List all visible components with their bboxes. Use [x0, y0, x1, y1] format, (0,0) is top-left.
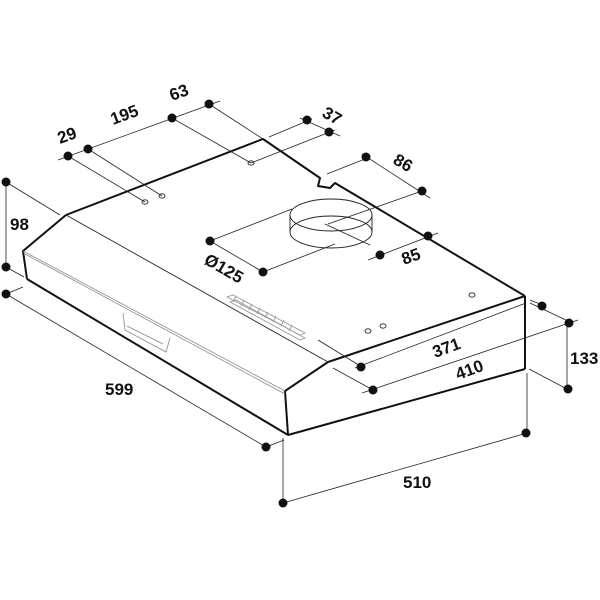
- dimension-dots: [1, 99, 574, 508]
- front-bottom-edge: [26, 278, 289, 436]
- right-top-edge: [327, 295, 526, 363]
- top-crease: [65, 214, 329, 363]
- dim-label-86: 86: [390, 150, 416, 176]
- dim-label-98: 98: [10, 215, 29, 234]
- dim-label-37: 37: [319, 103, 345, 129]
- hole: [468, 292, 476, 298]
- hole: [379, 323, 387, 329]
- front-panel-line-2: [24, 253, 286, 395]
- dim-label-63: 63: [167, 80, 191, 104]
- hole: [364, 328, 372, 334]
- dimension-lines: [5, 100, 579, 504]
- right-bottom-edge: [287, 368, 526, 436]
- dim-label-195: 195: [108, 101, 141, 129]
- top-edge: [65, 138, 526, 297]
- outlet-cylinder: [289, 198, 373, 249]
- dim-label-diameter-125: Ø125: [201, 250, 247, 287]
- right-front-edge: [284, 361, 329, 436]
- left-front-edge: [22, 214, 67, 280]
- dim-label-599: 599: [105, 380, 133, 399]
- dim-label-85: 85: [399, 244, 423, 268]
- front-handle-inner: [126, 325, 164, 345]
- dim-label-29: 29: [55, 123, 79, 147]
- dim-label-133: 133: [570, 349, 598, 368]
- hood-body: [22, 138, 526, 436]
- front-handle: [122, 312, 171, 353]
- dim-label-510: 510: [403, 473, 431, 492]
- vent-slots: [225, 294, 307, 341]
- dim-label-371: 371: [430, 334, 463, 362]
- front-panel-line-1: [22, 250, 286, 392]
- screw-holes: [141, 160, 476, 334]
